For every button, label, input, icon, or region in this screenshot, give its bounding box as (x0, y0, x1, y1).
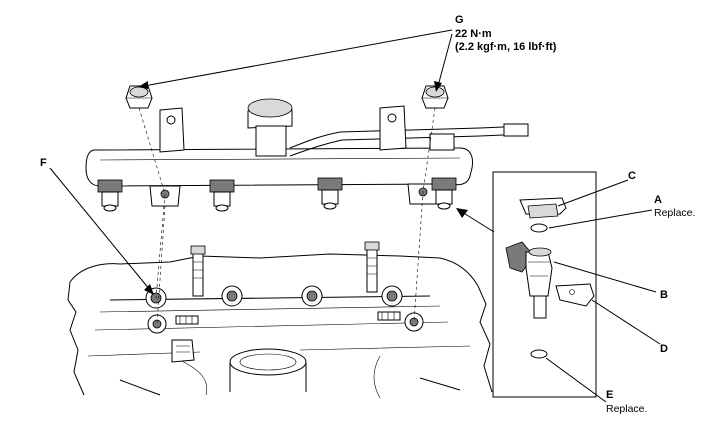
label-b: B (660, 289, 668, 301)
injector-port-2 (221, 285, 243, 307)
cylinder-head (67, 253, 493, 399)
rail-injector-2 (209, 179, 235, 212)
bolt-lower-left (175, 315, 199, 325)
leader-lines (49, 29, 661, 403)
alignment-lines (138, 107, 436, 325)
sensor-lower-left (171, 339, 195, 363)
injector-port-4 (381, 285, 403, 307)
label-g-torque-nm: 22 N·m (455, 28, 492, 40)
nut-g-left (125, 85, 153, 109)
stud-right (364, 241, 380, 293)
rail-injector-3 (317, 177, 343, 210)
inset-pointer-arrow (456, 208, 495, 233)
label-f: F (40, 157, 47, 169)
nut-g-right (421, 85, 449, 109)
mounting-studs (147, 241, 424, 363)
stud-left (190, 245, 206, 297)
label-g: G (455, 14, 464, 26)
nut-lower-left (147, 314, 167, 334)
injector-port-3 (301, 285, 323, 307)
injector-ports (145, 285, 403, 309)
bolt-lower-right (377, 311, 401, 321)
label-d: D (660, 343, 668, 355)
rail-injector-4 (431, 177, 457, 210)
detail-inset (492, 171, 597, 398)
label-c: C (628, 170, 636, 182)
label-a-note: Replace. (654, 207, 695, 219)
rail-injector-1 (97, 179, 123, 212)
label-e-note: Replace. (606, 403, 647, 415)
fuel-rail (85, 98, 529, 207)
label-e: E (606, 389, 613, 401)
label-a: A (654, 194, 662, 206)
rail-injectors (97, 177, 457, 212)
label-g-torque-alt: (2.2 kgf·m, 16 lbf·ft) (455, 41, 557, 53)
nut-lower-right (404, 312, 424, 332)
